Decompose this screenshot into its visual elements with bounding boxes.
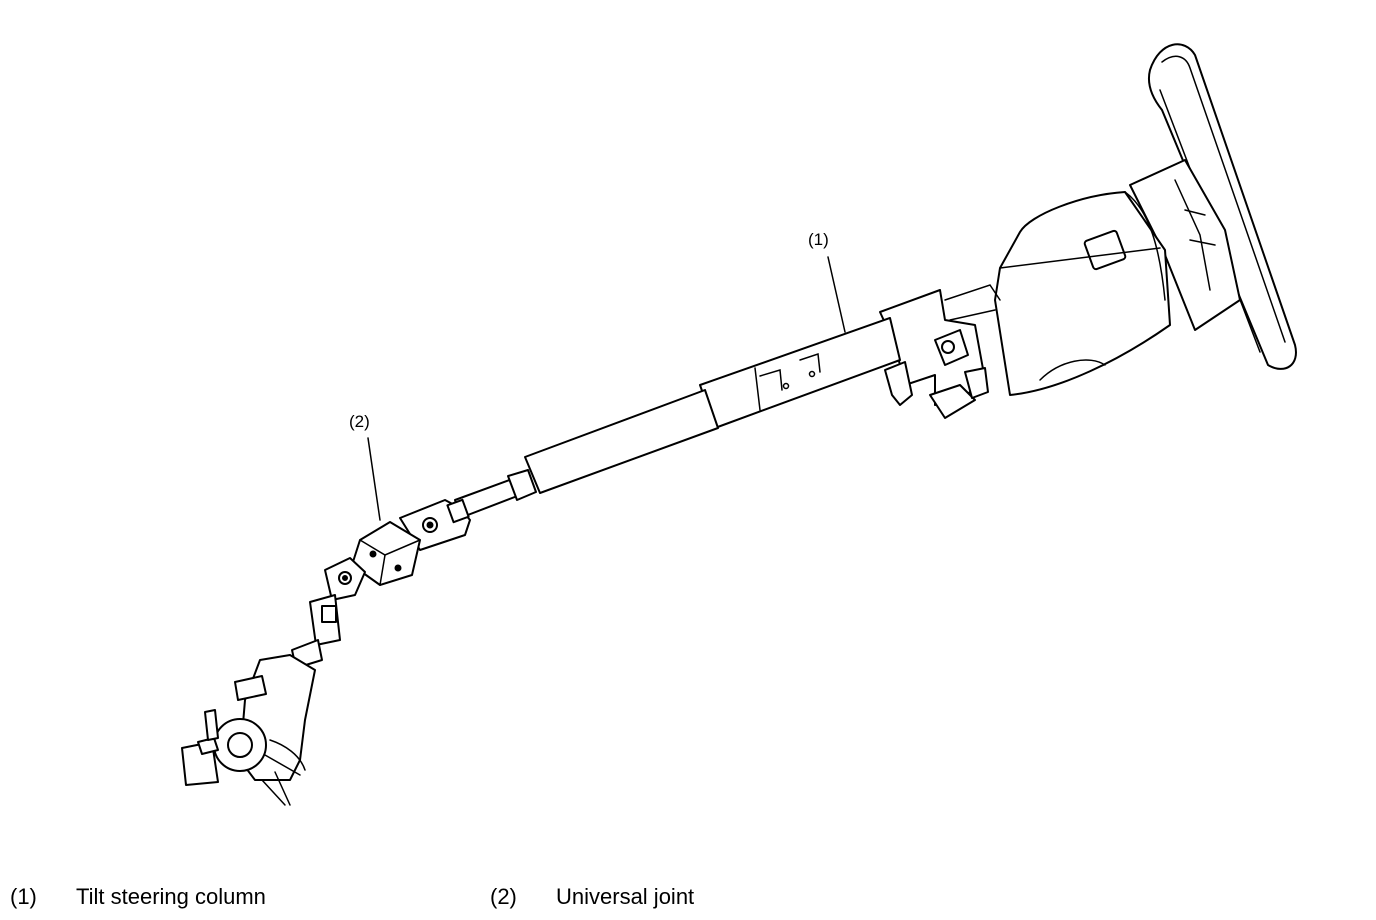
legend-item-2: (2) Universal joint <box>490 884 694 910</box>
callout-1: (1) <box>808 230 829 249</box>
column-shroud <box>994 191 1171 396</box>
legend-text: Tilt steering column <box>76 884 266 909</box>
leader-line-2 <box>367 437 381 521</box>
legend-number: (1) <box>10 884 37 909</box>
legend-text: Universal joint <box>556 884 695 909</box>
column-tube-mid <box>524 389 719 494</box>
lower-shaft <box>454 469 537 519</box>
pinion-housing <box>181 654 316 806</box>
steering-column-illustration <box>181 43 1297 806</box>
intermediate-shaft <box>291 594 341 669</box>
leader-line-1 <box>827 256 846 333</box>
legend-item-1: (1) Tilt steering column <box>10 884 266 910</box>
legend-number: (2) <box>490 884 517 909</box>
lower-yoke <box>324 557 366 601</box>
column-bracket <box>879 284 1001 419</box>
leader-lines <box>367 256 846 521</box>
steering-wheel <box>1129 43 1297 370</box>
callout-2: (2) <box>349 412 370 431</box>
column-tube-upper <box>699 317 901 429</box>
